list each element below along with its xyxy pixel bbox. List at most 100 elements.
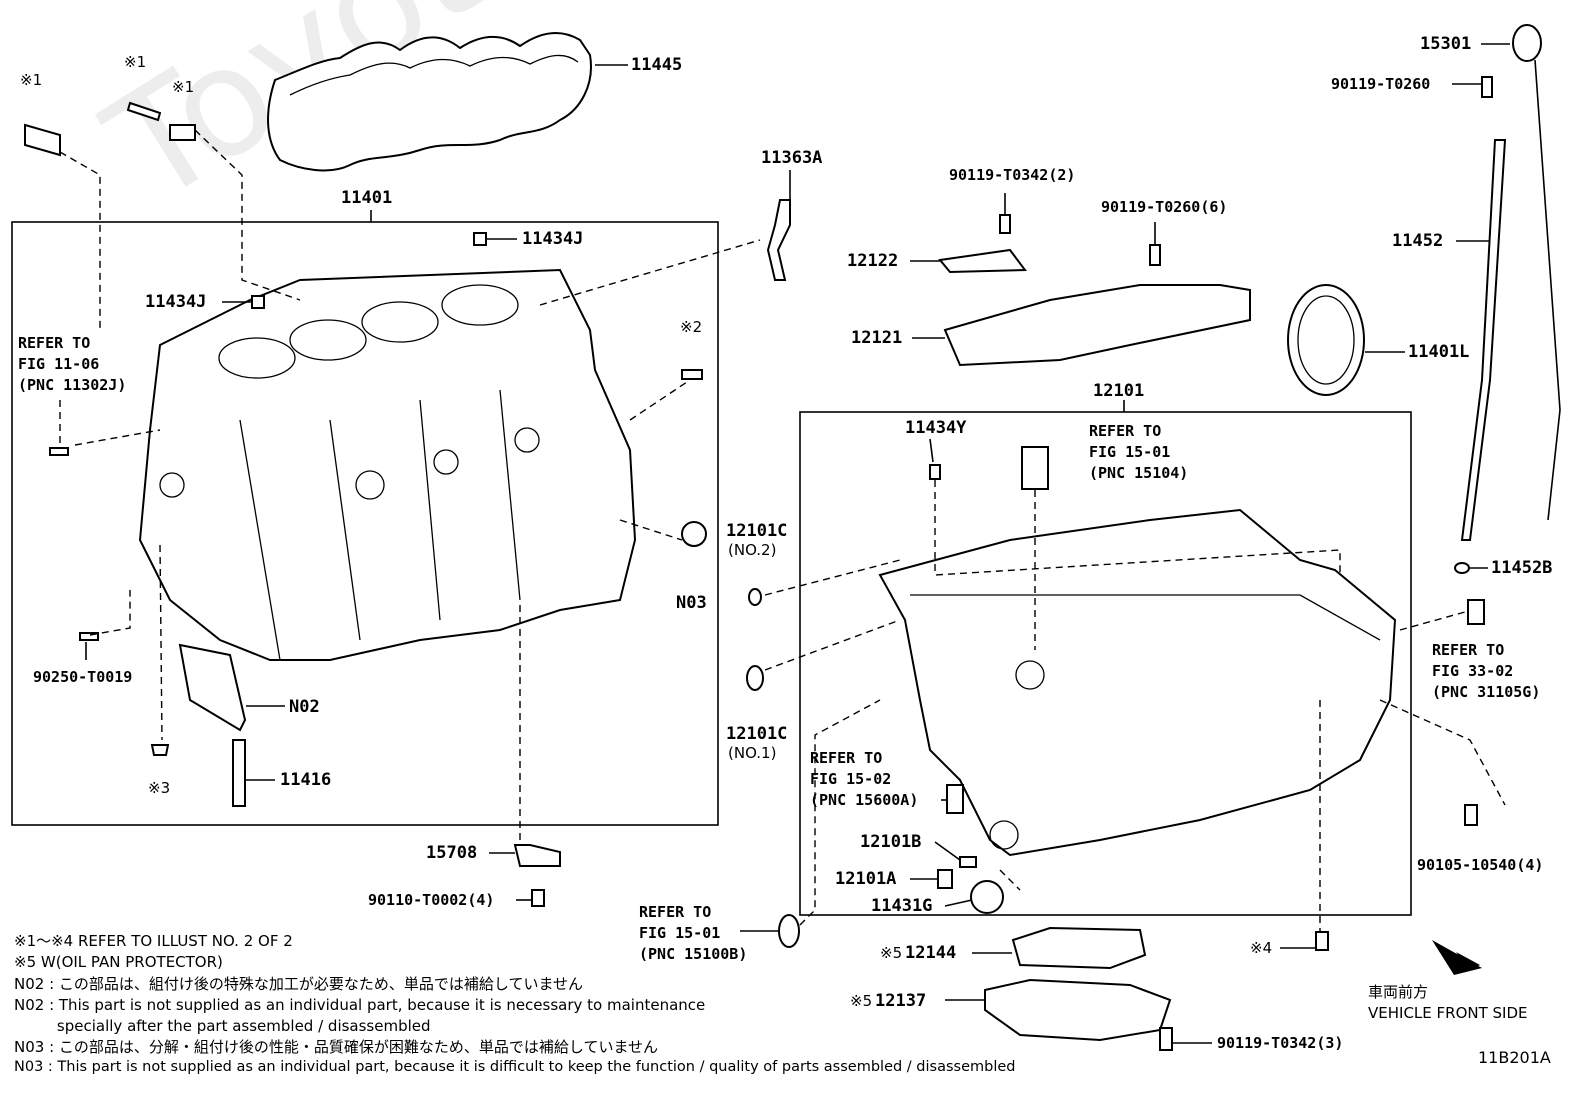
label-90105-10540: 90105-10540(4) [1417,856,1544,874]
pin-90250 [79,632,99,641]
mark-2: ※2 [680,318,703,336]
mark-1-clip: ※1 [172,78,195,96]
label-90250-T0019: 90250-T0019 [33,668,133,686]
label-90119-T0260: 90119-T0260 [1331,75,1431,93]
pin-11434J-top [473,232,487,246]
footnote-4: N02 : This part is not supplied as an in… [14,996,706,1014]
illustration-id: 11B201A [1478,1048,1551,1067]
bolt-12101A [937,869,953,889]
pin-mark2 [681,369,703,380]
label-11401L: 11401L [1408,342,1470,362]
label-90119-T0342-2: 90119-T0342(2) [949,166,1076,184]
label-12101C-no2: 12101C [726,521,788,541]
nozzle-15708 [513,844,561,867]
strainer-ref-15104 [1021,446,1049,490]
label-12101B: 12101B [860,832,922,852]
oring-15100B [778,914,800,948]
label-90119-T0342-3: 90119-T0342(3) [1217,1034,1344,1052]
front-arrow-head [1432,940,1482,975]
clip-mark1 [169,124,196,141]
label-12122: 12122 [847,251,899,271]
label-12144: 12144 [905,943,957,963]
oil-pan-group-box [799,411,1412,916]
plug-12101B [959,856,977,868]
bolt-90105 [1464,804,1478,826]
plug-11431G [970,880,1004,914]
guide-11452 [1460,139,1507,541]
protector-12144 [1011,926,1147,970]
label-11434Y: 11434Y [905,418,967,438]
gasket-11445 [267,31,592,172]
label-12101C-no1: 12101C [726,724,788,744]
refer-fig-11-06[interactable]: REFER TO FIG 11-06 (PNC 11302J) [18,334,127,394]
label-11445: 11445 [631,55,683,75]
footnote-6: N03 : この部品は、分解・組付け後の性能・品質確保が困難なため、単品では補給… [14,1038,659,1056]
label-12101: 12101 [1093,381,1145,401]
label-15708: 15708 [426,843,478,863]
bolt-31105G [1467,599,1485,625]
direction-japanese: 車両前方 [1368,983,1429,1001]
dipstick-15301 [1512,24,1542,62]
bolt-11416 [232,739,246,807]
washer-mark3 [150,744,170,756]
block-group-box [11,221,719,826]
cylinder-block-11401 [138,268,637,661]
bearing-cap-N02 [178,643,247,732]
bolt-90119-T0342-2 [999,214,1011,234]
label-N02: N02 [289,697,320,717]
oring-11452B [1454,562,1470,574]
footnote-5: specially after the part assembled / dis… [14,1017,431,1035]
pin-left [49,447,69,456]
bracket-11363A [766,199,791,281]
label-15301: 15301 [1420,34,1472,54]
part-15600A [946,784,964,814]
refer-fig-33-02[interactable]: REFER TO FIG 33-02 (PNC 31105G) [1432,641,1541,701]
seal-11401L [1287,284,1365,396]
sensor-mark1 [24,123,61,157]
mark-5-12144: ※5 [880,944,903,962]
bolt-90119-T0260 [1481,76,1493,98]
label-N03: N03 [676,593,707,613]
oring-12101C-no1 [746,665,764,691]
baffle-12121 [943,284,1251,367]
direction-english: VEHICLE FRONT SIDE [1368,1004,1528,1022]
label-11434J-top: 11434J [522,229,584,249]
refer-fig-15-02[interactable]: REFER TO FIG 15-02 (PNC 15600A) [810,749,919,809]
mark-5-12137: ※5 [850,992,873,1010]
label-12101C-no2-sub: (NO.2) [728,541,777,559]
mark-1-sensor: ※1 [20,71,43,89]
label-11416: 11416 [280,770,332,790]
label-11452: 11452 [1392,231,1444,251]
refer-fig-15-01-bottom[interactable]: REFER TO FIG 15-01 (PNC 15100B) [639,903,748,963]
oring-12101C-no2 [748,588,762,606]
bolt-90119-T0260-6 [1149,244,1161,266]
footnote-3: N02 : この部品は、組付け後の特殊な加工が必要なため、単品では補給していませ… [14,975,584,993]
label-12121: 12121 [851,328,903,348]
mark-1-bolt: ※1 [124,53,147,71]
bolt-90110 [531,889,545,907]
label-11401: 11401 [341,188,393,208]
mark-4: ※4 [1250,939,1273,957]
footnote-2: ※5 W(OIL PAN PROTECTOR) [14,953,223,971]
label-12101A: 12101A [835,869,897,889]
bolt-mark1 [126,101,162,122]
bolt-90119-T0342-3 [1159,1027,1173,1051]
label-11363A: 11363A [761,148,823,168]
refer-fig-15-01-top[interactable]: REFER TO FIG 15-01 (PNC 15104) [1089,422,1189,482]
mark-3: ※3 [148,779,171,797]
bracket-12122 [938,248,1027,274]
label-11431G: 11431G [871,896,933,916]
protector-12137 [984,978,1172,1042]
bolt-mark4 [1315,931,1329,951]
label-90110-T0002: 90110-T0002(4) [368,891,495,909]
plug-N03 [681,521,708,547]
pin-11434Y [929,464,941,480]
label-12101C-no1-sub: (NO.1) [728,744,777,762]
label-11434J: 11434J [145,292,207,312]
footnote-1: ※1～※4 REFER TO ILLUST NO. 2 OF 2 [14,932,293,950]
pin-11434J [251,295,265,309]
label-90119-T0260-6: 90119-T0260(6) [1101,198,1228,216]
label-11452B: 11452B [1491,558,1553,578]
label-12137: 12137 [875,991,927,1011]
